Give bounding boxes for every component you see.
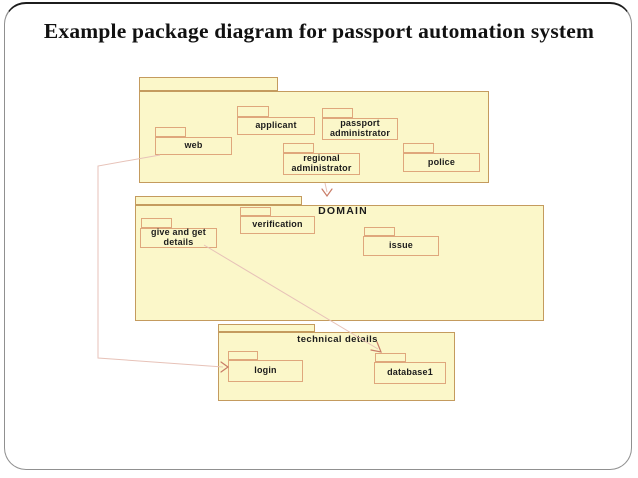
package-domain-body xyxy=(135,205,544,321)
node-login-tab xyxy=(228,351,258,360)
node-issue-tab xyxy=(364,227,395,236)
package-domain-tab xyxy=(135,196,302,205)
node-give-and-get-details-label: give and get details xyxy=(151,227,206,247)
node-give-and-get-details-body: give and get details xyxy=(140,228,217,248)
node-issue-label: issue xyxy=(388,240,413,251)
slide-title: Example package diagram for passport aut… xyxy=(43,19,595,43)
node-verification-label: verification xyxy=(252,219,303,230)
node-passport-administrator-body: passport administrator xyxy=(322,118,398,140)
package-actors-tab xyxy=(139,77,278,91)
node-web-body: web xyxy=(155,137,232,155)
package-domain-label: DOMAIN xyxy=(318,205,368,217)
node-police-body: police xyxy=(403,153,480,172)
node-issue-body: issue xyxy=(363,236,439,256)
node-police-label: police xyxy=(427,156,456,167)
node-verification-tab xyxy=(240,207,271,216)
node-regional-administrator-body: regional administrator xyxy=(283,153,360,175)
node-passport-administrator-tab xyxy=(322,108,353,118)
node-database1-label: database1 xyxy=(387,367,433,378)
node-database1-body: database1 xyxy=(374,362,446,384)
package-technical-details-tab xyxy=(218,324,315,332)
node-login-body: login xyxy=(228,360,303,382)
node-regional-administrator-label: regional administrator xyxy=(291,153,352,173)
arrowhead-actors-to-domain-icon xyxy=(321,188,333,198)
node-applicant-tab xyxy=(237,106,269,117)
node-applicant-body: applicant xyxy=(237,117,315,135)
node-applicant-label: applicant xyxy=(255,120,297,131)
node-database1-tab xyxy=(375,353,406,362)
node-web-tab xyxy=(155,127,186,137)
node-police-tab xyxy=(403,143,434,153)
node-passport-administrator-label: passport administrator xyxy=(329,118,391,138)
node-login-label: login xyxy=(254,365,277,376)
node-regional-administrator-tab xyxy=(283,143,314,153)
package-technical-details-label: technical details xyxy=(297,334,378,345)
arrow-actors-to-domain-line xyxy=(324,182,328,193)
node-web-label: web xyxy=(184,140,203,151)
node-verification-body: verification xyxy=(240,216,315,234)
